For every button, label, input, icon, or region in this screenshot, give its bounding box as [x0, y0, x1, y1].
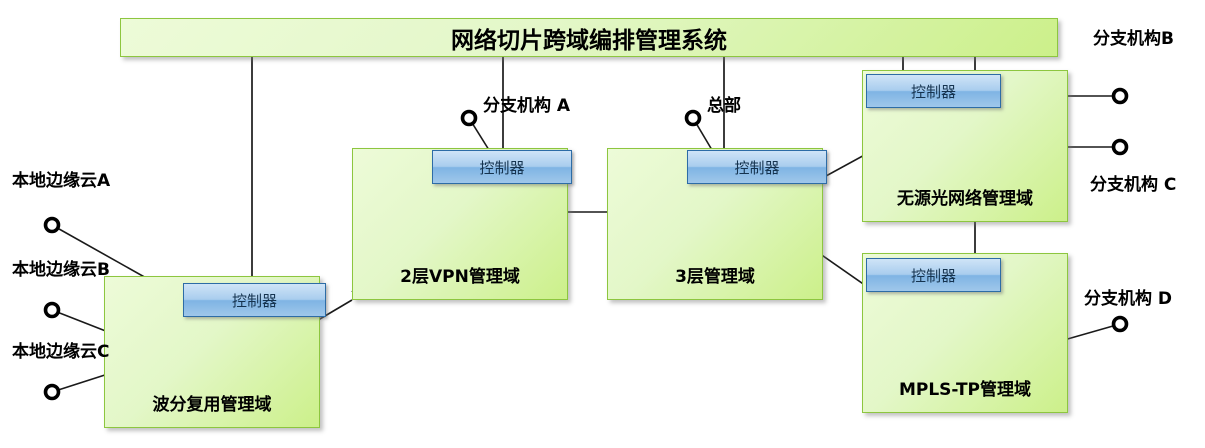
- branch-c-node: [1111, 138, 1129, 156]
- label-edge-cloud-b: 本地边缘云B: [12, 260, 110, 280]
- branch-b-node: [1111, 87, 1129, 105]
- domain-label-l3: 3层管理域: [675, 267, 755, 287]
- domain-label-wdm: 波分复用管理域: [152, 395, 272, 415]
- branch-a-node: [460, 109, 478, 127]
- controller-label-mplstp: 控制器: [910, 266, 956, 285]
- orchestration-title-bar: 网络切片跨域编排管理系统: [120, 18, 1058, 57]
- label-hq: 总部: [707, 96, 741, 116]
- domain-label-pon: 无源光网络管理域: [897, 189, 1033, 209]
- label-branch-b: 分支机构B: [1093, 29, 1174, 49]
- controller-label-l3: 控制器: [734, 158, 780, 177]
- domain-label-mplstp: MPLS-TP管理域: [898, 380, 1032, 400]
- controller-pon[interactable]: 控制器: [866, 74, 1001, 108]
- domain-label-l2vpn: 2层VPN管理域: [400, 267, 520, 287]
- hq-node: [684, 109, 702, 127]
- controller-l3[interactable]: 控制器: [687, 150, 827, 184]
- cloud-b-node: [43, 301, 61, 319]
- label-branch-c: 分支机构 C: [1090, 175, 1177, 195]
- page-title: 网络切片跨域编排管理系统: [451, 27, 727, 54]
- controller-wdm[interactable]: 控制器: [183, 283, 326, 317]
- controller-mplstp[interactable]: 控制器: [866, 258, 1001, 292]
- label-branch-d: 分支机构 D: [1084, 289, 1173, 309]
- label-branch-a: 分支机构 A: [483, 96, 571, 116]
- cloud-a-node: [43, 216, 61, 234]
- controller-label-pon: 控制器: [910, 82, 956, 101]
- label-edge-cloud-c: 本地边缘云C: [12, 342, 110, 362]
- cloud-c-node: [43, 383, 61, 401]
- controller-label-wdm: 控制器: [231, 291, 277, 310]
- controller-l2vpn[interactable]: 控制器: [432, 150, 572, 184]
- label-edge-cloud-a: 本地边缘云A: [12, 171, 111, 191]
- controller-label-l2vpn: 控制器: [479, 158, 525, 177]
- branch-d-node: [1111, 315, 1129, 333]
